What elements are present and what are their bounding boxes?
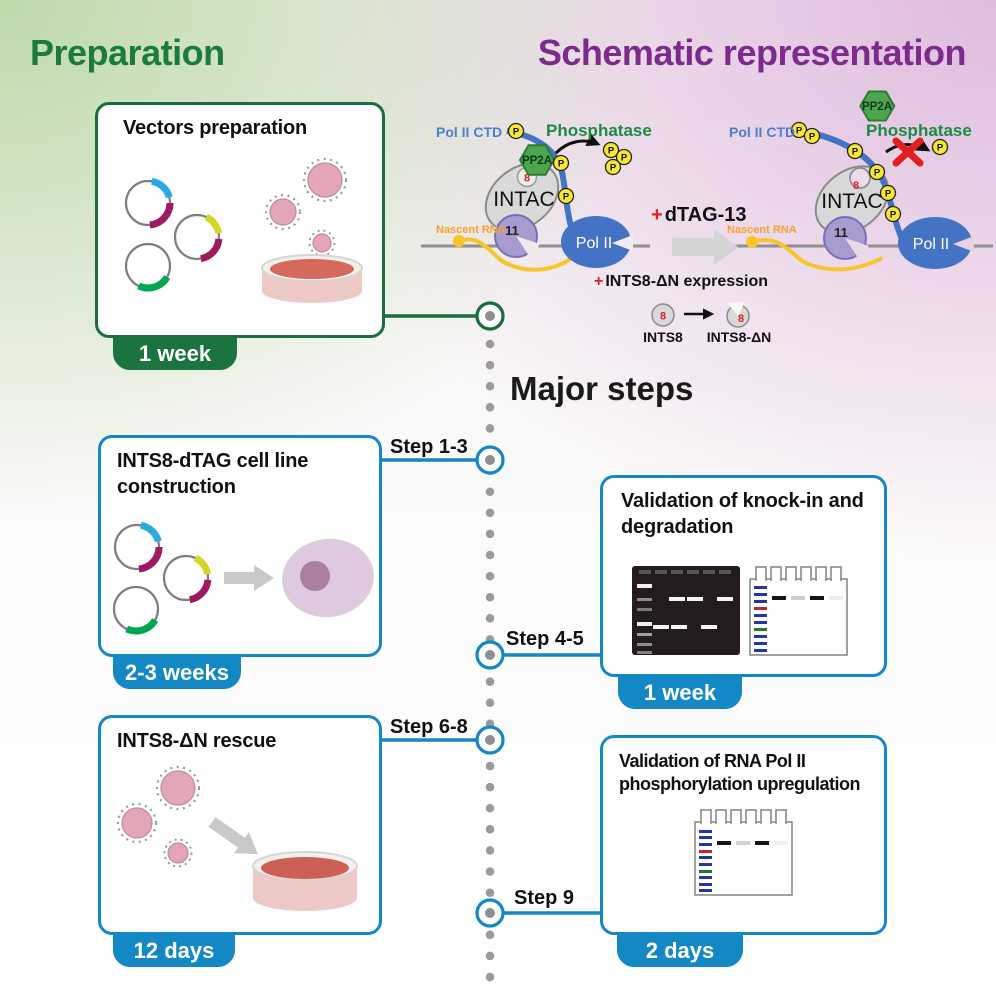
validation-knockin-box-title: Validation of knock-in and degradation (621, 490, 864, 538)
validation-phospho-duration-badge: 2 days (617, 934, 743, 967)
ints8-label: INTS8 (643, 329, 683, 345)
step-4-5-label: Step 4-5 (506, 628, 584, 650)
schematic-right-complex: 8 INTAC 11 Pol II PP2A P P P P P P P (713, 90, 993, 272)
svg-text:P: P (890, 210, 897, 221)
svg-text:P: P (513, 127, 520, 138)
vectors-box-title: Vectors preparation (123, 117, 308, 139)
timeline-node-step6-8 (475, 725, 505, 755)
timeline-node-step9 (475, 898, 505, 928)
preparation-title: Preparation (30, 32, 225, 73)
ints8-dn-label: INTS8-ΔN (706, 329, 772, 345)
timeline-node-step4-5 (475, 640, 505, 670)
phosphatase-label-left: Phosphatase (546, 121, 652, 140)
treatment-arrow-icon (672, 229, 738, 265)
western-blot-image-knockin (749, 566, 848, 656)
schematic-title: Schematic representation (537, 32, 967, 73)
pol2-label-right: Pol II (913, 236, 949, 253)
svg-text:P: P (809, 132, 816, 143)
subunit11-label-right: 11 (834, 225, 848, 240)
vectors-preparation-box (95, 102, 385, 338)
virus-icons-vectors (264, 157, 348, 257)
pp2a-label-right: PP2A (862, 101, 892, 113)
validation-knockin-duration-badge: 1 week (618, 676, 742, 709)
phosphate-icons-right: P P P P P P P (790, 121, 949, 223)
pp2a-label-left: PP2A (522, 155, 552, 167)
svg-text:P: P (621, 153, 628, 164)
plasmid-icons-cellline (112, 521, 212, 635)
cell-line-box-title: INTS8-dTAG cell line construction (117, 450, 309, 498)
petri-dish-rescue (252, 851, 358, 911)
svg-text:P: P (885, 189, 892, 200)
svg-text:P: P (558, 159, 565, 170)
plus-icon: + (594, 273, 604, 290)
cell-icon (282, 538, 374, 618)
svg-text:P: P (563, 192, 570, 203)
western-blot-image-phospho (694, 809, 793, 896)
intac-label-left: INTAC (493, 188, 554, 211)
nascent-rna-label-left: Nascent RNA (436, 224, 506, 236)
timeline-node-step1-3 (475, 445, 505, 475)
step-1-3-label: Step 1-3 (390, 436, 468, 458)
ints8-conversion: 8 8 (651, 302, 750, 328)
subunit8-label-ints8: 8 (660, 311, 666, 323)
timeline-node-vectors (475, 301, 505, 331)
subunit8-label-ints8dn: 8 (738, 313, 744, 325)
petri-dish-vectors (261, 254, 363, 303)
vectors-duration-badge: 1 week (113, 337, 237, 370)
dtag-treatment-label: +dTAG-13 (651, 204, 747, 226)
virus-icons-rescue (116, 765, 201, 868)
rescue-box-title: INTS8-ΔN rescue (117, 730, 277, 752)
subunit11-label-left: 11 (505, 223, 519, 238)
svg-text:P: P (608, 146, 615, 157)
nascent-rna-label-right: Nascent RNA (727, 224, 797, 236)
pol2-label-left: Pol II (576, 235, 612, 252)
rescue-duration-badge: 12 days (113, 934, 235, 967)
subunit8-label-left: 8 (524, 173, 530, 185)
plus-icon: + (651, 204, 663, 226)
transfection-arrow-icon (224, 565, 274, 591)
subunit8-label-right: 8 (853, 180, 859, 192)
svg-text:P: P (874, 168, 881, 179)
svg-text:P: P (796, 126, 803, 137)
svg-text:P: P (852, 147, 859, 158)
plasmid-icons-vectors (124, 177, 223, 292)
intac-label-right: INTAC (821, 190, 882, 213)
svg-text:P: P (937, 143, 944, 154)
svg-text:P: P (610, 163, 617, 174)
schematic-left-complex: 8 PP2A INTAC 11 Pol II P P P P P P (421, 122, 650, 272)
pol2-ctd-label-right: Pol II CTD (729, 124, 796, 140)
step-9-label: Step 9 (514, 887, 575, 909)
phosphate-icons-left: P P P P P P (507, 122, 633, 205)
step-6-8-label: Step 6-8 (390, 716, 468, 738)
phosphatase-label-right: Phosphatase (866, 121, 972, 140)
validation-phospho-box-title: Validation of RNA Pol II phosphorylation… (619, 751, 861, 795)
dna-gel-image (632, 566, 740, 655)
cell-line-duration-badge: 2-3 weeks (113, 656, 241, 689)
expression-label: +INTS8-ΔN expression (594, 273, 768, 290)
pol2-ctd-label-left: Pol II CTD (436, 124, 503, 140)
infection-arrow-icon (208, 817, 258, 855)
major-steps-title: Major steps (510, 370, 694, 407)
